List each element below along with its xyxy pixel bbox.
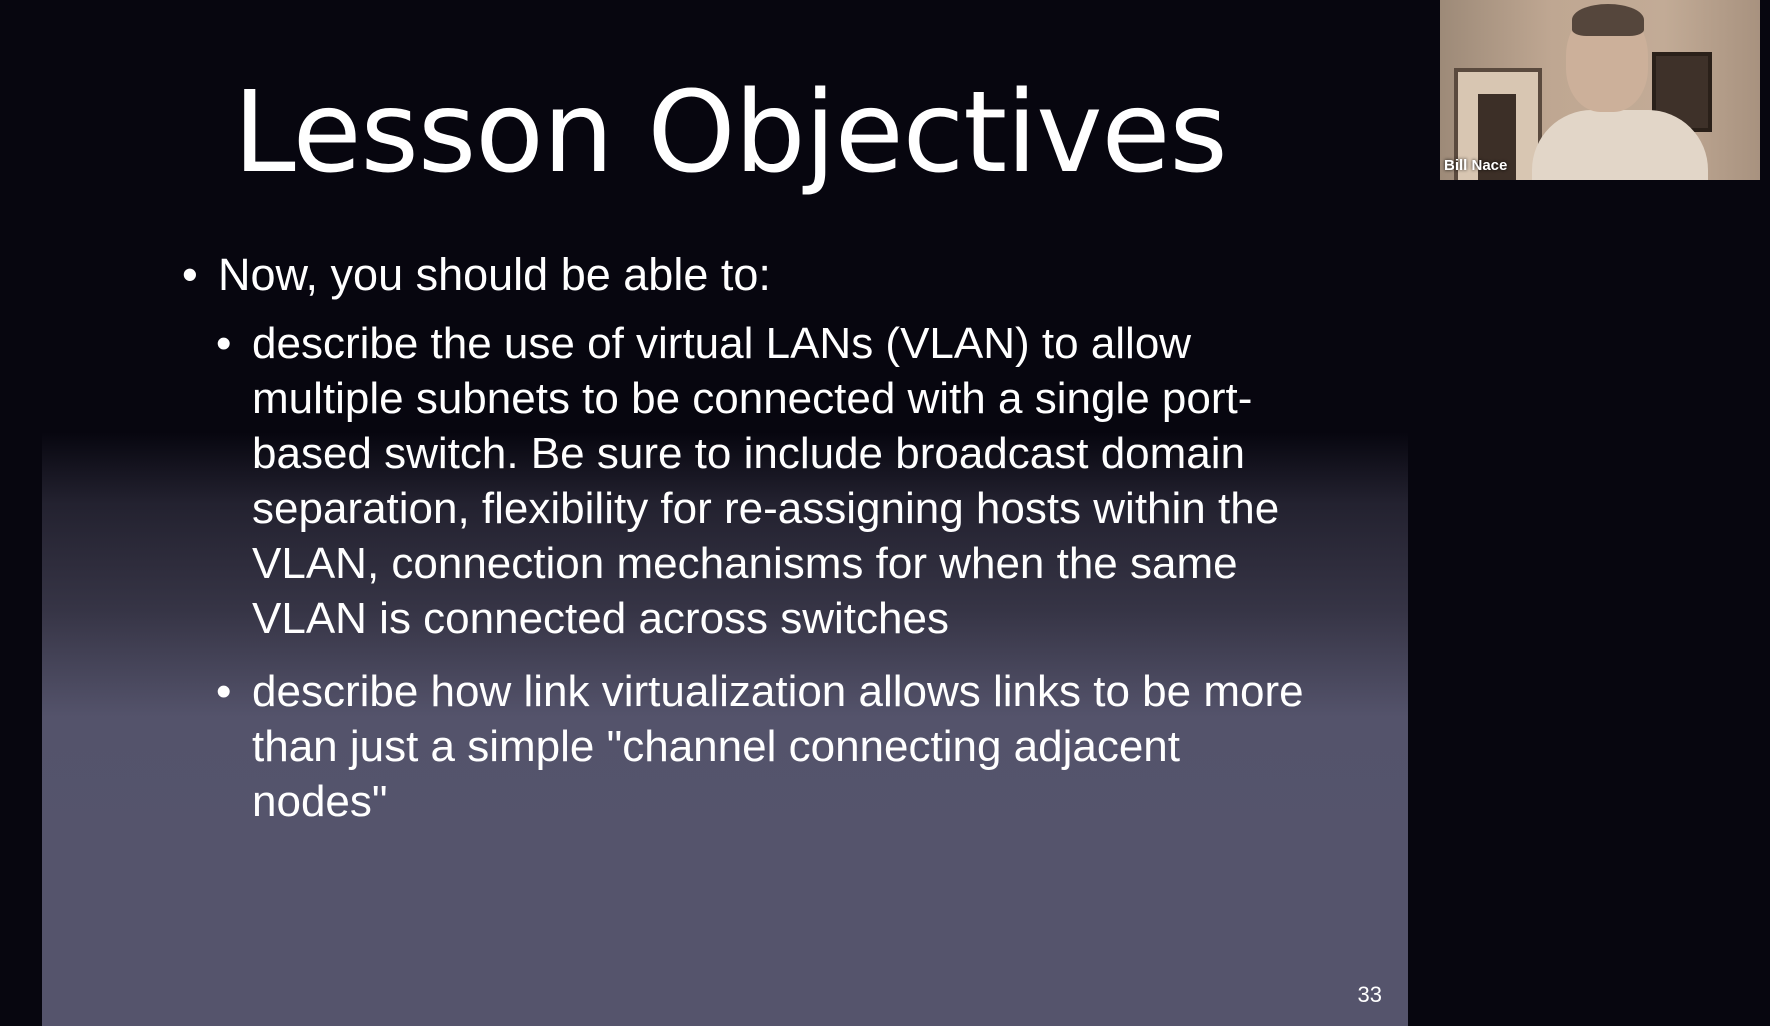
- sub-bullet-item: • describe the use of virtual LANs (VLAN…: [216, 316, 1312, 646]
- video-doorway: [1454, 68, 1542, 180]
- bullet-list: • Now, you should be able to: • describe…: [182, 248, 1304, 847]
- presentation-slide: Lesson Objectives • Now, you should be a…: [42, 68, 1408, 1026]
- sub-bullet-list: • describe the use of virtual LANs (VLAN…: [216, 316, 1304, 829]
- sub-bullet-text: describe the use of virtual LANs (VLAN) …: [252, 319, 1280, 643]
- participant-name-label: Bill Nace: [1444, 157, 1508, 174]
- video-person-shirt: [1532, 110, 1708, 180]
- bullet-dot-icon: •: [216, 667, 232, 716]
- slide-page-number: 33: [1357, 982, 1382, 1007]
- sub-bullet-text: describe how link virtualization allows …: [252, 667, 1304, 826]
- bullet-text: Now, you should be able to:: [218, 249, 771, 300]
- bullet-dot-icon: •: [182, 249, 198, 300]
- participant-video-tile[interactable]: Bill Nace: [1440, 0, 1760, 180]
- sub-bullet-item: • describe how link virtualization allow…: [216, 664, 1312, 829]
- bullet-dot-icon: •: [216, 319, 232, 368]
- slide-background-gradient: [42, 432, 1408, 1026]
- slide-title: Lesson Objectives: [233, 68, 1228, 198]
- bullet-item: • Now, you should be able to:: [182, 248, 1302, 302]
- video-person-hair: [1572, 4, 1644, 36]
